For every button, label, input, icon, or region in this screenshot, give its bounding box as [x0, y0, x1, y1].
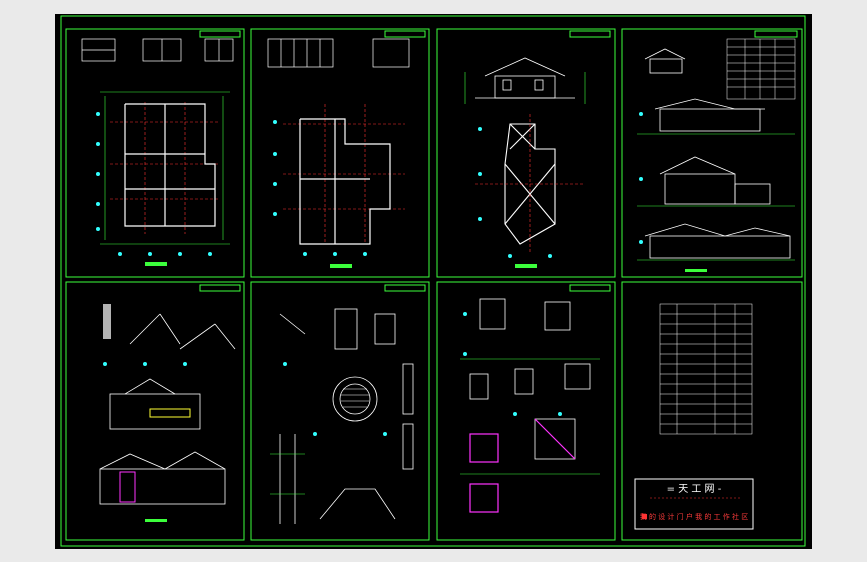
sheet-sections — [65, 281, 245, 541]
sheet-plans-level-1 — [65, 28, 245, 278]
sheet-elevation-roof — [436, 28, 616, 278]
sheet-plans-level-2 — [250, 28, 430, 278]
tianmu-stamp: = 天 工 网 - 我 的 设 计 门 户 我 的 工 作 社 区 — [634, 478, 754, 530]
cad-drawing: = 天 工 网 - 我 的 设 计 门 户 我 的 工 作 社 区 — [60, 15, 806, 547]
sheet-details-windows — [436, 281, 616, 541]
stamp-subtitle: 我 的 设 计 门 户 我 的 工 作 社 区 — [640, 512, 748, 521]
sheet-drawing-index: = 天 工 网 - 我 的 设 计 门 户 我 的 工 作 社 区 — [621, 281, 803, 541]
drawing-canvas[interactable]: = 天 工 网 - 我 的 设 计 门 户 我 的 工 作 社 区 — [55, 14, 812, 549]
sheet-details-stairs — [250, 281, 430, 541]
stamp-title: = 天 工 网 - — [667, 483, 722, 495]
sheet-elevations — [621, 28, 803, 278]
outer-frame — [60, 15, 806, 547]
